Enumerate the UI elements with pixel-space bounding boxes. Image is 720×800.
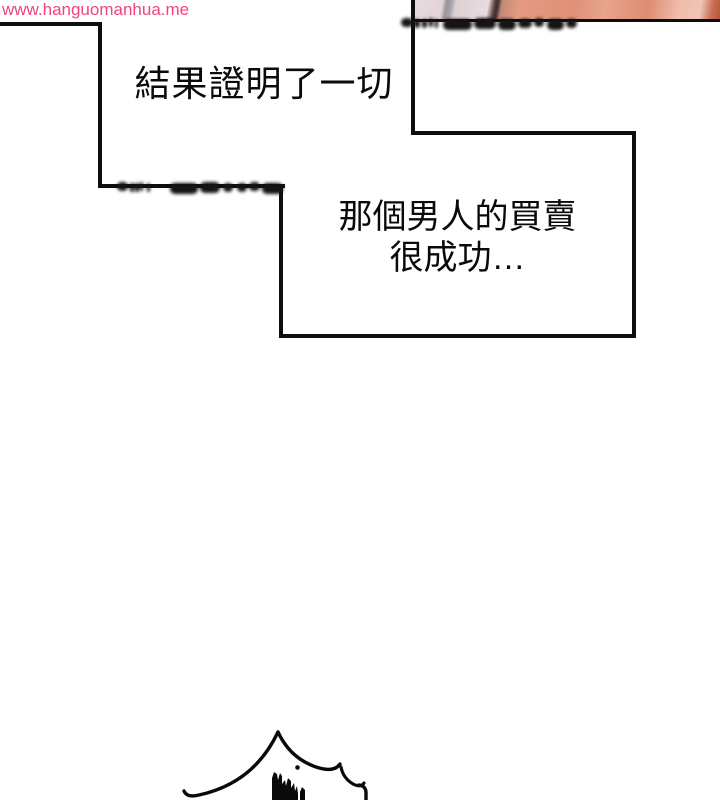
artwork-skin-tone-sliver	[415, 0, 720, 19]
censored-text-top	[401, 18, 577, 30]
bubble-box-top-border	[411, 131, 636, 135]
censored-text-blob	[223, 183, 233, 192]
censored-text-left	[117, 182, 283, 194]
censored-text-blob	[429, 18, 433, 27]
censored-text-blob	[135, 183, 139, 192]
censored-text-blob	[566, 19, 577, 28]
bubble-text-2: 那個男人的買賣 很成功…	[283, 197, 632, 279]
bubble-text-2-line2: 很成功…	[389, 239, 526, 277]
censored-text-blob	[443, 19, 472, 30]
censored-text-blob	[130, 183, 134, 192]
censored-text-blob	[117, 182, 128, 191]
censored-text-blob	[401, 18, 413, 27]
censored-text-blob	[518, 19, 532, 28]
roof-ink-ornament	[272, 772, 298, 800]
censored-text-blob	[534, 18, 544, 27]
roof-right-scallop-1	[276, 730, 342, 772]
censored-text-blob	[140, 182, 143, 191]
panel-border-left-vertical	[98, 22, 102, 188]
censored-text-blob	[422, 19, 427, 28]
censored-text-blob	[170, 183, 198, 194]
censored-text-blob	[249, 182, 260, 191]
censored-text-blob	[147, 183, 150, 192]
bubble-box-bottom-border	[279, 334, 636, 338]
roof-ink-dot	[295, 765, 300, 770]
top-panel-left-border	[411, 0, 415, 135]
censored-text-blob	[474, 18, 496, 29]
censored-text-blob	[547, 19, 564, 30]
censored-text-blob	[435, 19, 438, 28]
panel-border-top-left-horizontal	[0, 22, 102, 26]
bubble-box-left-border	[279, 186, 283, 338]
roof-eave-drawing	[182, 730, 368, 800]
roof-ink-ornament-small	[300, 787, 305, 800]
bubble-box-right-border	[632, 131, 636, 338]
roof-right-scallop-2	[339, 765, 366, 788]
roof-left-eave-line	[182, 730, 280, 798]
top-panel-bottom-border	[411, 19, 720, 22]
site-watermark: www.hanguomanhua.me	[2, 0, 190, 19]
censored-text-blob	[237, 183, 247, 192]
roof-corner-drop-line	[357, 783, 368, 800]
censored-text-blob	[498, 19, 516, 30]
bubble-text-2-line1: 那個男人的買賣	[338, 198, 577, 236]
censored-text-blob	[414, 19, 420, 28]
censored-text-blob	[262, 183, 283, 194]
censored-text-blob	[200, 182, 220, 193]
caption-text-1: 結果證明了一切	[134, 63, 394, 104]
